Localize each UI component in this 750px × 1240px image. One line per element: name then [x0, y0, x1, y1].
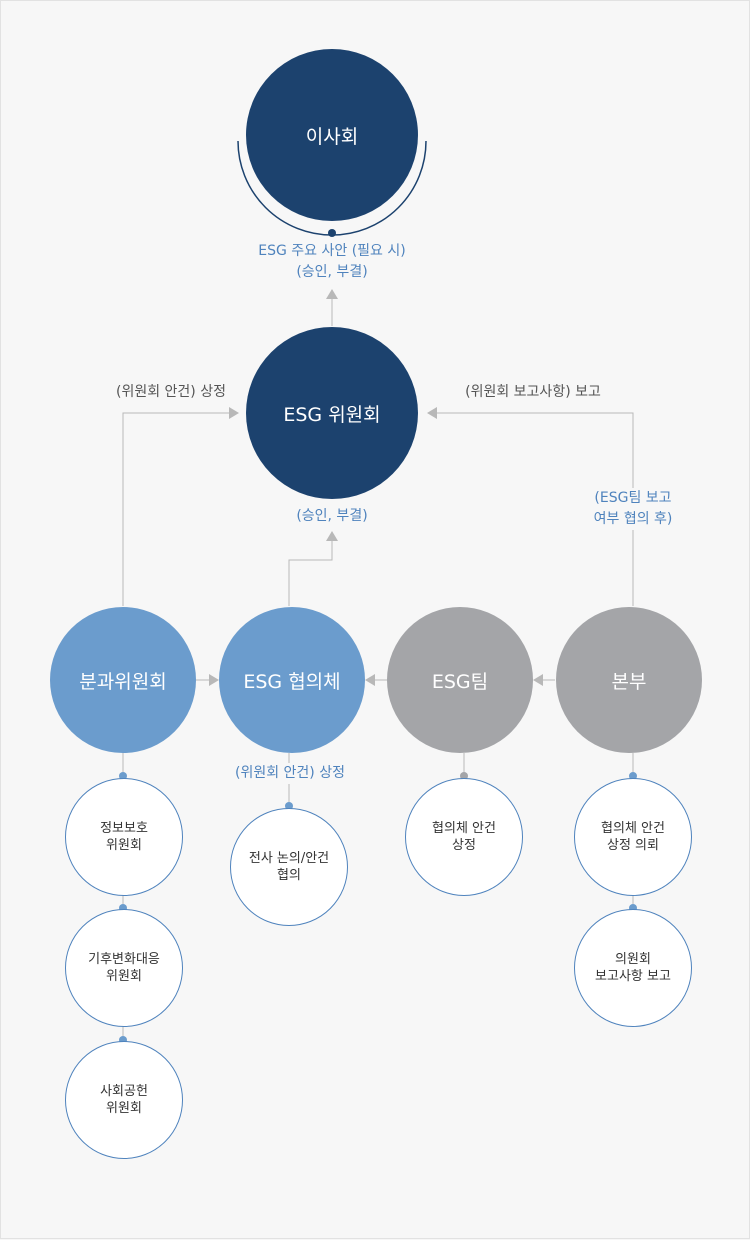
- sub-circle-label: 협의체 안건 상정: [432, 821, 496, 853]
- sub-circle-label: 사회공헌 위원회: [100, 1084, 148, 1116]
- arrow-left-council: [365, 674, 375, 686]
- headquarters-label: 본부: [611, 670, 647, 693]
- sub-dot: [629, 904, 637, 912]
- sub-dot: [119, 1036, 127, 1044]
- subcommittee-node: 분과위원회: [50, 607, 196, 753]
- sub-circle-label: 전사 논의/안건 협의: [248, 851, 330, 883]
- council-note: (위원회 안건) 상정: [202, 763, 378, 784]
- sub-circle-label: 기후변화대응 위원회: [88, 952, 160, 984]
- sub-circle-social: 사회공헌 위원회: [65, 1041, 183, 1159]
- sub-dot: [119, 904, 127, 912]
- board-node: 이사회: [246, 49, 418, 221]
- headquarters-node: 본부: [556, 607, 702, 753]
- sub-circle-climate: 기후변화대응 위원회: [65, 909, 183, 1027]
- arrow-right-left: [229, 407, 239, 419]
- line-subcommittee-committee: [122, 412, 233, 606]
- esg-team-node: ESG팀: [387, 607, 533, 753]
- sub-circle-council: 전사 논의/안건 협의: [230, 808, 348, 926]
- board-note: ESG 주요 사안 (필요 시) (승인, 부결): [258, 243, 406, 280]
- left-path-note: (위원회 안건) 상정: [116, 384, 226, 400]
- sub-dot: [285, 802, 293, 810]
- sub-dot: [460, 772, 468, 780]
- line-hq-committee: [433, 412, 634, 606]
- sub-circle-label: 정보보호 위원회: [100, 821, 148, 853]
- esg-council-node: ESG 협의체: [219, 607, 365, 753]
- right-path-blue-note: (ESG팀 보고 여부 협의 후): [558, 488, 708, 530]
- sub-circle-infosec: 정보보호 위원회: [65, 778, 183, 896]
- sub-circle-hq-report: 의원회 보고사항 보고: [574, 909, 692, 1027]
- esg-committee-node: ESG 위원회: [246, 327, 418, 499]
- arrow-right-council: [209, 674, 219, 686]
- sub-dot: [119, 772, 127, 780]
- board-label: 이사회: [305, 125, 359, 148]
- subcommittee-label: 분과위원회: [79, 670, 167, 693]
- arrow-up-board: [326, 289, 338, 299]
- arrow-left-team: [533, 674, 543, 686]
- board-dot: [328, 229, 336, 237]
- esg-council-label: ESG 협의체: [243, 670, 341, 693]
- sub-circle-label: 의원회 보고사항 보고: [595, 952, 671, 984]
- arrow-up-committee: [326, 531, 338, 541]
- esg-team-label: ESG팀: [431, 670, 489, 693]
- right-path-note: (위원회 보고사항) 보고: [465, 384, 601, 400]
- esg-committee-label: ESG 위원회: [283, 403, 381, 426]
- sub-dot: [629, 772, 637, 780]
- sub-circle-team: 협의체 안건 상정: [405, 778, 523, 896]
- sub-circle-hq-request: 협의체 안건 상정 의뢰: [574, 778, 692, 896]
- line-council-committee: [288, 541, 333, 606]
- arrow-left-right: [427, 407, 437, 419]
- sub-circle-label: 협의체 안건 상정 의뢰: [601, 821, 665, 853]
- committee-note: (승인, 부결): [296, 508, 368, 524]
